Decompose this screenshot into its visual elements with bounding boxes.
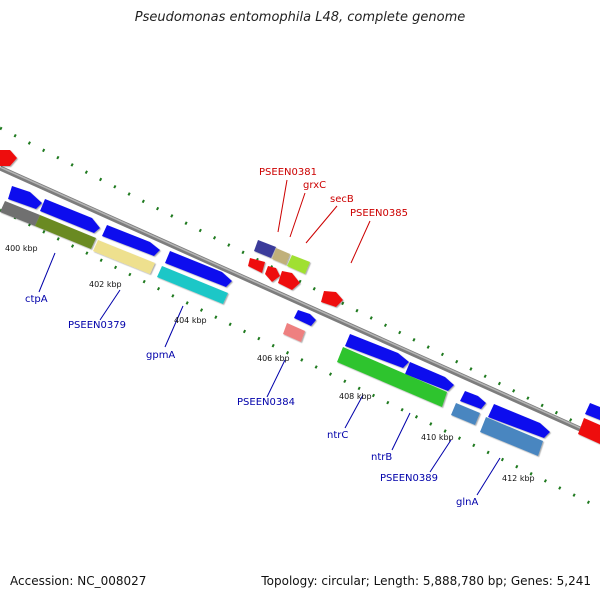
gene-bar-cyan[interactable] bbox=[157, 266, 228, 304]
gene-bar-khaki[interactable] bbox=[93, 240, 155, 274]
tick-label: 412 kbp bbox=[502, 474, 535, 483]
gene-bar-green[interactable] bbox=[337, 347, 447, 407]
outer-dotted-ruler bbox=[0, 126, 600, 437]
gene-arrow-blue[interactable] bbox=[460, 391, 486, 409]
gene-labels-top: PSEEN0381 grxC secB PSEEN0385 bbox=[259, 167, 408, 219]
gene-leader-lines-bottom bbox=[38, 252, 501, 496]
gene-bar-gray[interactable] bbox=[0, 201, 40, 226]
gene-pink[interactable] bbox=[283, 323, 305, 342]
gene-arrow-red[interactable] bbox=[248, 258, 265, 273]
tick-label: 410 kbp bbox=[421, 433, 454, 442]
gene-label-gpma[interactable]: gpmA bbox=[146, 350, 175, 361]
gene-label-pseen0389[interactable]: PSEEN0389 bbox=[380, 473, 438, 484]
accession-text: Accession: NC_008027 bbox=[10, 574, 147, 588]
inner-dotted-ruler bbox=[0, 208, 600, 510]
gene-label-pseen0385[interactable]: PSEEN0385 bbox=[350, 208, 408, 219]
genome-backbone bbox=[0, 165, 600, 441]
tick-label: 406 kbp bbox=[257, 354, 290, 363]
gene-arrow-red[interactable] bbox=[321, 291, 343, 307]
gene-label-glna[interactable]: glnA bbox=[456, 497, 478, 508]
gene-arrow-blue[interactable] bbox=[102, 225, 160, 256]
gene-label-pseen0379[interactable]: PSEEN0379 bbox=[68, 320, 126, 331]
gene-arrow-red[interactable] bbox=[278, 271, 300, 290]
gene-arrow-blue[interactable] bbox=[405, 362, 454, 391]
topology-text: Topology: circular; Length: 5,888,780 bp… bbox=[261, 574, 591, 588]
tick-label: 402 kbp bbox=[89, 280, 122, 289]
gene-bar-olive[interactable] bbox=[35, 215, 96, 249]
gene-arrow-blue[interactable] bbox=[40, 199, 100, 233]
gene-label-pseen0381[interactable]: PSEEN0381 bbox=[259, 167, 317, 178]
gene-label-ntrb[interactable]: ntrB bbox=[371, 452, 392, 463]
gene-features bbox=[0, 150, 600, 456]
gene-arrow-red[interactable] bbox=[578, 418, 600, 444]
gene-arrow-blue[interactable] bbox=[8, 186, 42, 209]
gene-arrow-blue[interactable] bbox=[165, 251, 232, 287]
gene-bar-steelblue[interactable] bbox=[480, 417, 543, 456]
gene-arrow-blue[interactable] bbox=[345, 334, 409, 368]
gene-bar-steelblue[interactable] bbox=[451, 403, 480, 425]
gene-label-grxc[interactable]: grxC bbox=[303, 180, 326, 191]
gene-label-secb[interactable]: secB bbox=[330, 194, 354, 205]
gene-arrow-blue[interactable] bbox=[294, 310, 316, 326]
gene-bar-lime[interactable] bbox=[287, 255, 310, 274]
gene-leader-lines-top bbox=[277, 179, 371, 264]
gene-blue-small[interactable] bbox=[254, 240, 276, 258]
tick-label: 404 kbp bbox=[174, 316, 207, 325]
tick-label: 408 kbp bbox=[339, 392, 372, 401]
gene-arrow-blue[interactable] bbox=[488, 404, 550, 438]
gene-arrow-red[interactable] bbox=[265, 266, 280, 282]
map-title: Pseudomonas entomophila L48, complete ge… bbox=[134, 10, 466, 25]
tick-label: 400 kbp bbox=[5, 244, 38, 253]
kbp-tick-labels: 400 kbp 402 kbp 404 kbp 406 kbp 408 kbp … bbox=[5, 244, 535, 483]
gene-label-ntrc[interactable]: ntrC bbox=[327, 430, 348, 441]
gene-bar-tan[interactable] bbox=[272, 248, 290, 265]
gene-arrow-red[interactable] bbox=[0, 150, 17, 166]
gene-label-pseen0384[interactable]: PSEEN0384 bbox=[237, 397, 295, 408]
gene-labels-bottom: ctpA PSEEN0379 gpmA PSEEN0384 ntrC ntrB … bbox=[25, 294, 478, 508]
gene-arrow-blue[interactable] bbox=[585, 403, 600, 420]
gene-label-ctpa[interactable]: ctpA bbox=[25, 294, 48, 305]
